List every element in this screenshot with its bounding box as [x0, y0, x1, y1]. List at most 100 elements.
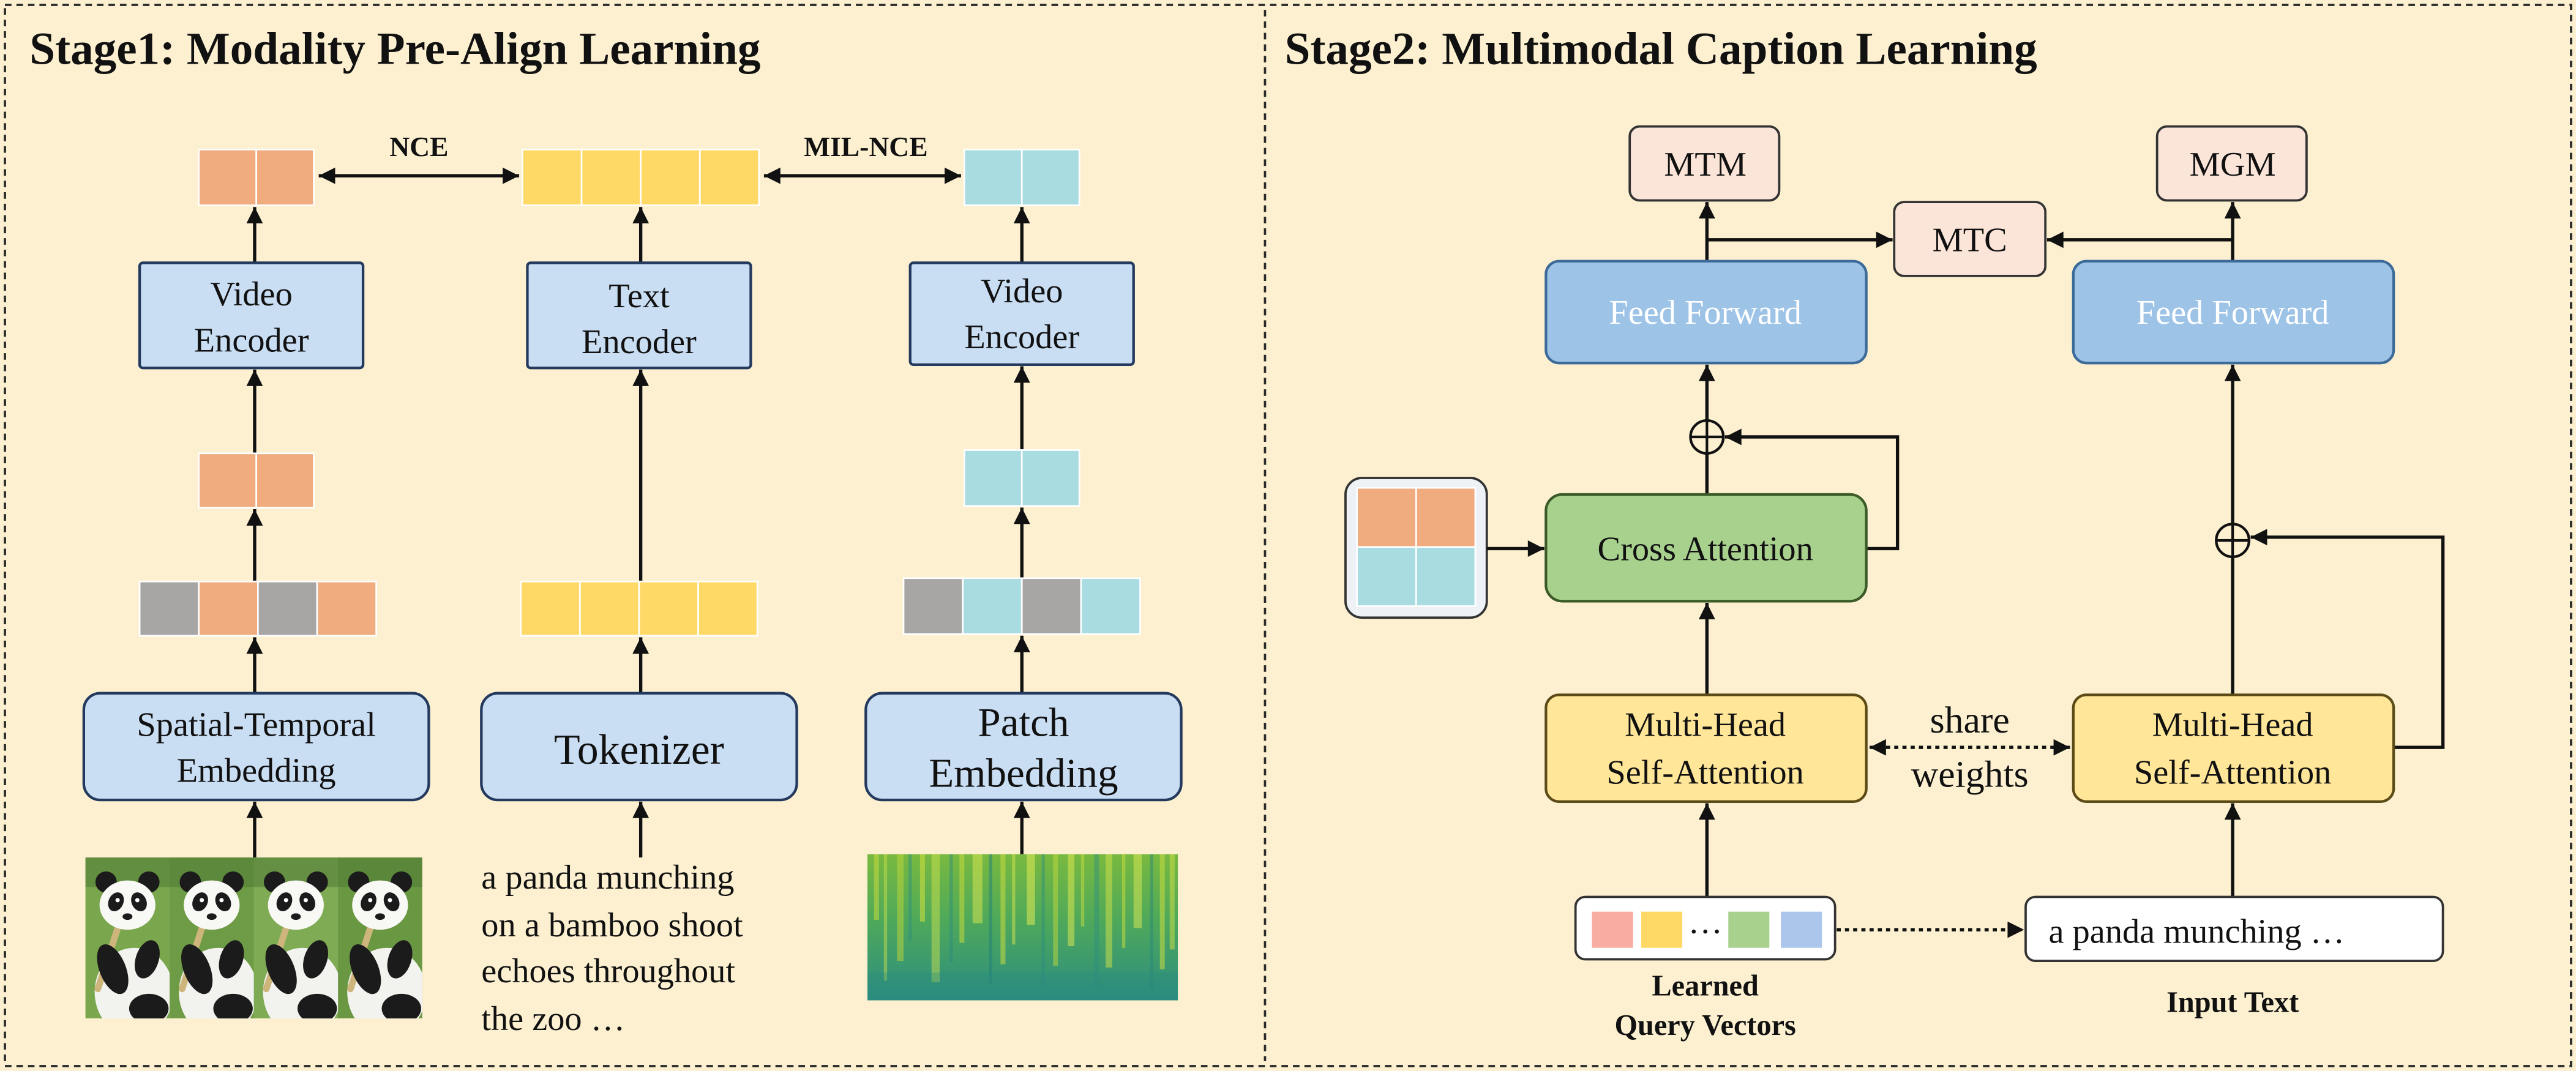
stage1-panel: Stage1: Modality Pre-Align Learning NCE …: [29, 24, 1183, 1038]
panda-eye: [135, 898, 140, 903]
plus-circle-icon: [2215, 523, 2251, 559]
spectrogram-streak: [1106, 854, 1112, 968]
feed-forward-label: Feed Forward: [1609, 294, 1802, 332]
panda-arm: [265, 944, 297, 994]
panda-nose: [206, 913, 217, 920]
feed-forward-label: Feed Forward: [2136, 294, 2329, 332]
audio-feature-token: [1356, 546, 1417, 607]
video-masked-token: [138, 580, 200, 637]
query-token: [1781, 911, 1822, 948]
outer-dashed-border: [4, 4, 2572, 1067]
spectrogram-streak: [1080, 854, 1085, 927]
self-attention-box: [1544, 693, 1868, 803]
spectrogram-streak: [897, 854, 904, 961]
text-encoder-box: [526, 261, 752, 370]
panda-arm: [97, 944, 129, 994]
spectrogram-background: [867, 854, 1178, 1001]
spectrogram-streak: [989, 854, 992, 984]
input-text-label: Input Text: [2166, 986, 2299, 1018]
patch-embedding-label: Patch: [978, 699, 1069, 745]
panda-nose: [375, 913, 385, 920]
text-feature-token: [640, 148, 701, 206]
query-ellipsis: …: [1688, 903, 1722, 941]
mgm-label: MGM: [2190, 146, 2276, 184]
caption-text-line: on a bamboo shoot: [481, 906, 743, 944]
audio-encoder-box: [908, 261, 1135, 367]
video-column: Video Encoder Spatial-Temporal Embedding: [82, 148, 430, 1019]
spectrogram-streak: [919, 854, 925, 922]
panda-leg: [298, 993, 337, 1019]
spectrogram-streak: [1159, 854, 1165, 969]
self-attention-box: [2072, 693, 2395, 803]
self-attention-label: Multi-Head: [2152, 706, 2313, 744]
stage2-title: Stage2: Multimodal Caption Learning: [1285, 24, 2037, 75]
patch-embedding-box: [864, 692, 1183, 802]
audio-masked-token: [902, 577, 964, 635]
spectrogram-streak: [1041, 854, 1045, 986]
audio-column: Video Encoder Patch Embedding: [864, 148, 1183, 1001]
audio-visible-token: [963, 449, 1023, 507]
spectrogram-streak: [1012, 854, 1016, 945]
panda-eye: [283, 898, 288, 903]
text-column: Text Encoder Tokenizer a panda munching …: [480, 148, 798, 1038]
video-masked-token: [256, 580, 318, 637]
feed-forward-box: [1544, 259, 1868, 365]
panda-video-frames-image: [85, 857, 422, 1019]
stage1-title: Stage1: Modality Pre-Align Learning: [29, 24, 760, 75]
spectrogram-streak: [1121, 854, 1126, 948]
video-encoder-label: Encoder: [194, 321, 309, 359]
spectrogram-image: [867, 854, 1178, 1001]
panda-eye-patch: [299, 892, 316, 912]
self-attention-label: Self-Attention: [1606, 753, 1803, 791]
text-feature-token: [580, 148, 642, 206]
query-token: [1592, 911, 1633, 948]
self-attention-label: Multi-Head: [1625, 706, 1786, 744]
audio-patch-token: [1080, 577, 1141, 635]
right-branch: Feed Forward Multi-Head Self-Attention a…: [2024, 259, 2445, 1018]
feed-forward-box: [2072, 259, 2395, 365]
panda-arm: [350, 944, 381, 994]
text-token: [638, 580, 699, 637]
panda-head: [99, 880, 155, 930]
panda-arm: [303, 940, 328, 979]
panda-eye-patch: [383, 892, 400, 912]
panda-arm: [135, 940, 160, 979]
input-text-box: [2024, 895, 2444, 963]
patch-embedding-label: Embedding: [929, 750, 1118, 796]
panda-nose: [291, 913, 301, 920]
panda-arm: [181, 944, 213, 994]
spectrogram-streak: [949, 854, 953, 963]
spectrogram-streak: [972, 854, 983, 924]
panda-head: [352, 880, 408, 930]
panda-eye-patch: [361, 892, 376, 912]
audio-feature-token: [1415, 546, 1477, 607]
video-feature-token: [255, 148, 315, 206]
text-token: [578, 580, 640, 637]
left-branch: Feed Forward Cross Attention Multi-Head …: [1344, 259, 1900, 1042]
spectrogram-streak: [1150, 854, 1153, 989]
audio-masked-token: [1020, 577, 1082, 635]
audio-encoder-label: Video: [981, 272, 1063, 310]
panda-head: [268, 880, 324, 930]
mtm-box: [1628, 125, 1781, 202]
text-encoder-label: Text: [608, 277, 670, 315]
tokenizer-box: [480, 692, 798, 802]
audio-feature-token: [963, 148, 1023, 206]
spectrogram-streak: [874, 854, 879, 920]
mgm-box: [2155, 125, 2308, 202]
video-feature-token: [1356, 487, 1417, 548]
audio-encoder-label: Encoder: [964, 318, 1079, 356]
spectrogram-streak: [1027, 854, 1035, 925]
mtm-label: MTM: [1664, 146, 1747, 184]
learned-query-box: [1574, 895, 1837, 961]
video-encoder-label: Video: [210, 275, 292, 313]
spectrogram-streak: [1068, 854, 1075, 947]
text-feature-token: [698, 148, 760, 206]
panda-arm: [387, 940, 413, 979]
query-token: [1728, 911, 1770, 948]
caption-text-line: echoes throughout: [481, 952, 735, 990]
panda-eye-patch: [215, 892, 231, 912]
panda-eye: [200, 898, 204, 903]
spatial-temporal-embedding-label: Spatial-Temporal: [137, 706, 375, 744]
